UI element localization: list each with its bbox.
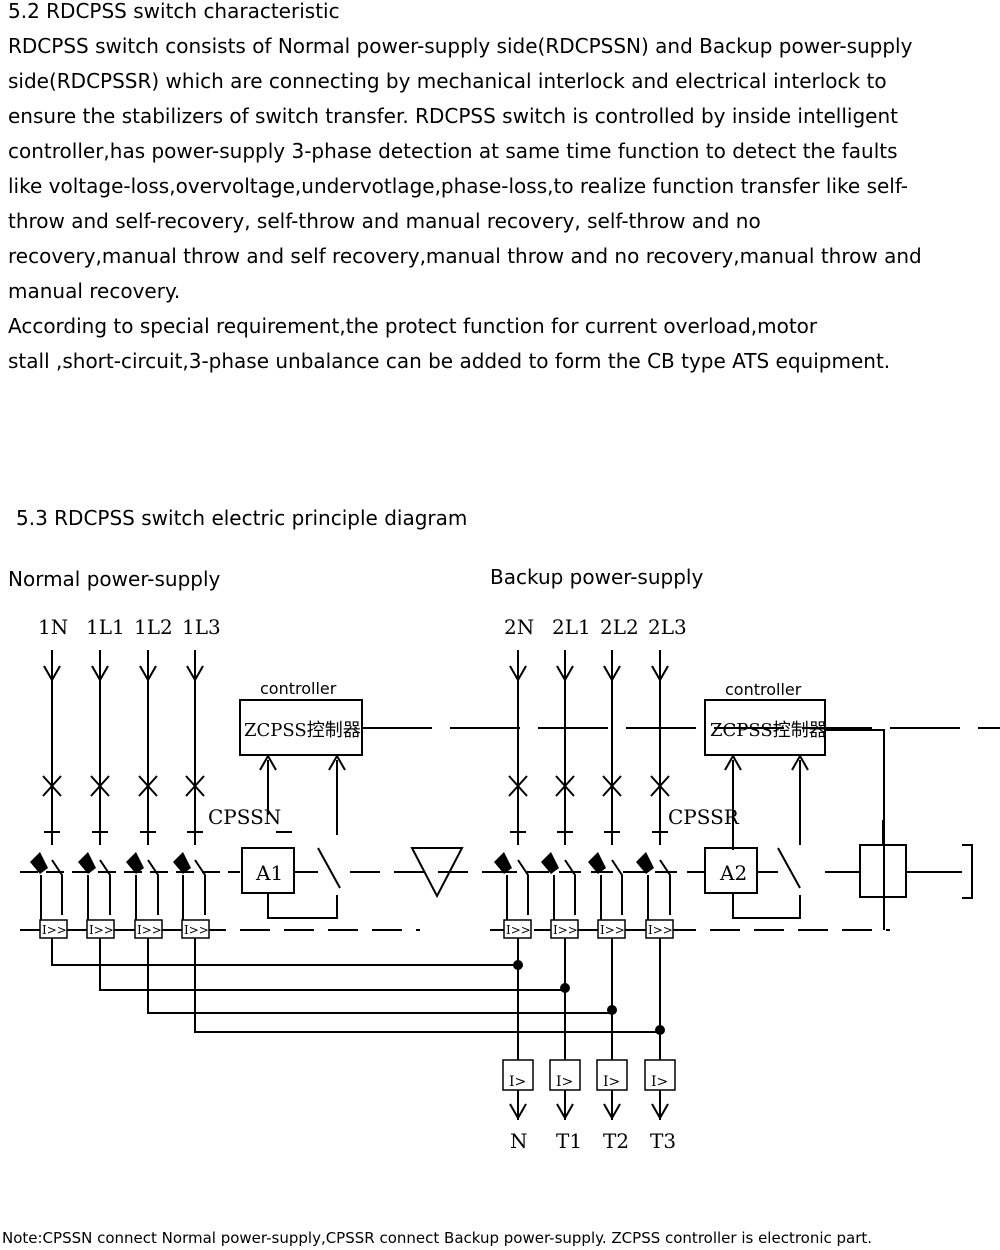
paragraph-line: like voltage-loss,overvoltage,undervotla… xyxy=(8,174,909,198)
section-5-2-title: 5.2 RDCPSS switch characteristic xyxy=(8,0,340,23)
controller-caption-1: controller xyxy=(260,679,337,698)
paragraph-line: ensure the stabilizers of switch transfe… xyxy=(8,104,898,128)
paragraph-line: According to special requirement,the pro… xyxy=(8,314,818,338)
svg-text:I>>: I>> xyxy=(89,923,114,937)
terminal-2l1: 2L1 xyxy=(552,615,591,639)
terminal-t3: T3 xyxy=(650,1129,676,1153)
paragraph-line: stall ,short-circuit,3-phase unbalance c… xyxy=(8,349,891,373)
terminal-t1: T1 xyxy=(556,1129,582,1153)
terminal-2l2: 2L2 xyxy=(600,615,639,639)
svg-text:I>>: I>> xyxy=(506,923,531,937)
svg-text:I>>: I>> xyxy=(42,923,67,937)
a1-label: A1 xyxy=(255,861,283,885)
terminal-1n: 1N xyxy=(38,615,68,639)
paragraph-line: RDCPSS switch consists of Normal power-s… xyxy=(8,34,913,58)
terminal-1l2: 1L2 xyxy=(134,615,173,639)
paragraph-line: side(RDCPSSR) which are connecting by me… xyxy=(8,69,887,93)
svg-text:I>>: I>> xyxy=(553,923,578,937)
svg-text:I>>: I>> xyxy=(137,923,162,937)
svg-text:I>: I> xyxy=(603,1074,620,1090)
svg-text:I>: I> xyxy=(509,1074,526,1090)
cpssr-label: CPSSR xyxy=(668,805,740,829)
a2-label: A2 xyxy=(719,861,747,885)
normal-side-circuit xyxy=(20,650,660,1033)
paragraph-line: manual recovery. xyxy=(8,279,181,303)
electric-principle-diagram: I>> I>> I>> I>> I>> I>> I>> I>> I> I> I> I> 1N… xyxy=(20,615,1000,1153)
svg-text:I>>: I>> xyxy=(600,923,625,937)
svg-text:I>>: I>> xyxy=(648,923,673,937)
controller-box-2 xyxy=(704,699,826,756)
section-5-3-title: 5.3 RDCPSS switch electric principle dia… xyxy=(16,506,468,530)
paragraph-line: recovery,manual throw and self recovery,… xyxy=(8,244,922,268)
svg-text:I>: I> xyxy=(651,1074,668,1090)
terminal-1l3: 1L3 xyxy=(182,615,221,639)
backup-power-supply-label: Backup power-supply xyxy=(490,565,704,589)
cpssn-label: CPSSN xyxy=(208,805,281,829)
paragraph-line: controller,has power-supply 3-phase dete… xyxy=(8,139,898,163)
terminal-2n: 2N xyxy=(504,615,534,639)
paragraph-line: throw and self-recovery, self-throw and … xyxy=(8,209,761,233)
svg-text:I>>: I>> xyxy=(184,923,209,937)
svg-text:I>: I> xyxy=(556,1074,573,1090)
terminal-t2: T2 xyxy=(603,1129,629,1153)
controller-box-1-label: ZCPSS控制器 xyxy=(244,720,361,741)
footnote: Note:CPSSN connect Normal power-supply,C… xyxy=(2,1229,873,1247)
terminal-n: N xyxy=(510,1129,528,1153)
terminal-1l1: 1L1 xyxy=(86,615,125,639)
section-5-2-paragraph: RDCPSS switch consists of Normal power-s… xyxy=(8,29,1000,379)
controller-caption-2: controller xyxy=(725,680,802,699)
terminal-2l3: 2L3 xyxy=(648,615,687,639)
backup-side-circuit xyxy=(490,650,890,1121)
normal-power-supply-label: Normal power-supply xyxy=(8,567,221,591)
controller-box-2-label: ZCPSS控制器 xyxy=(710,720,827,741)
